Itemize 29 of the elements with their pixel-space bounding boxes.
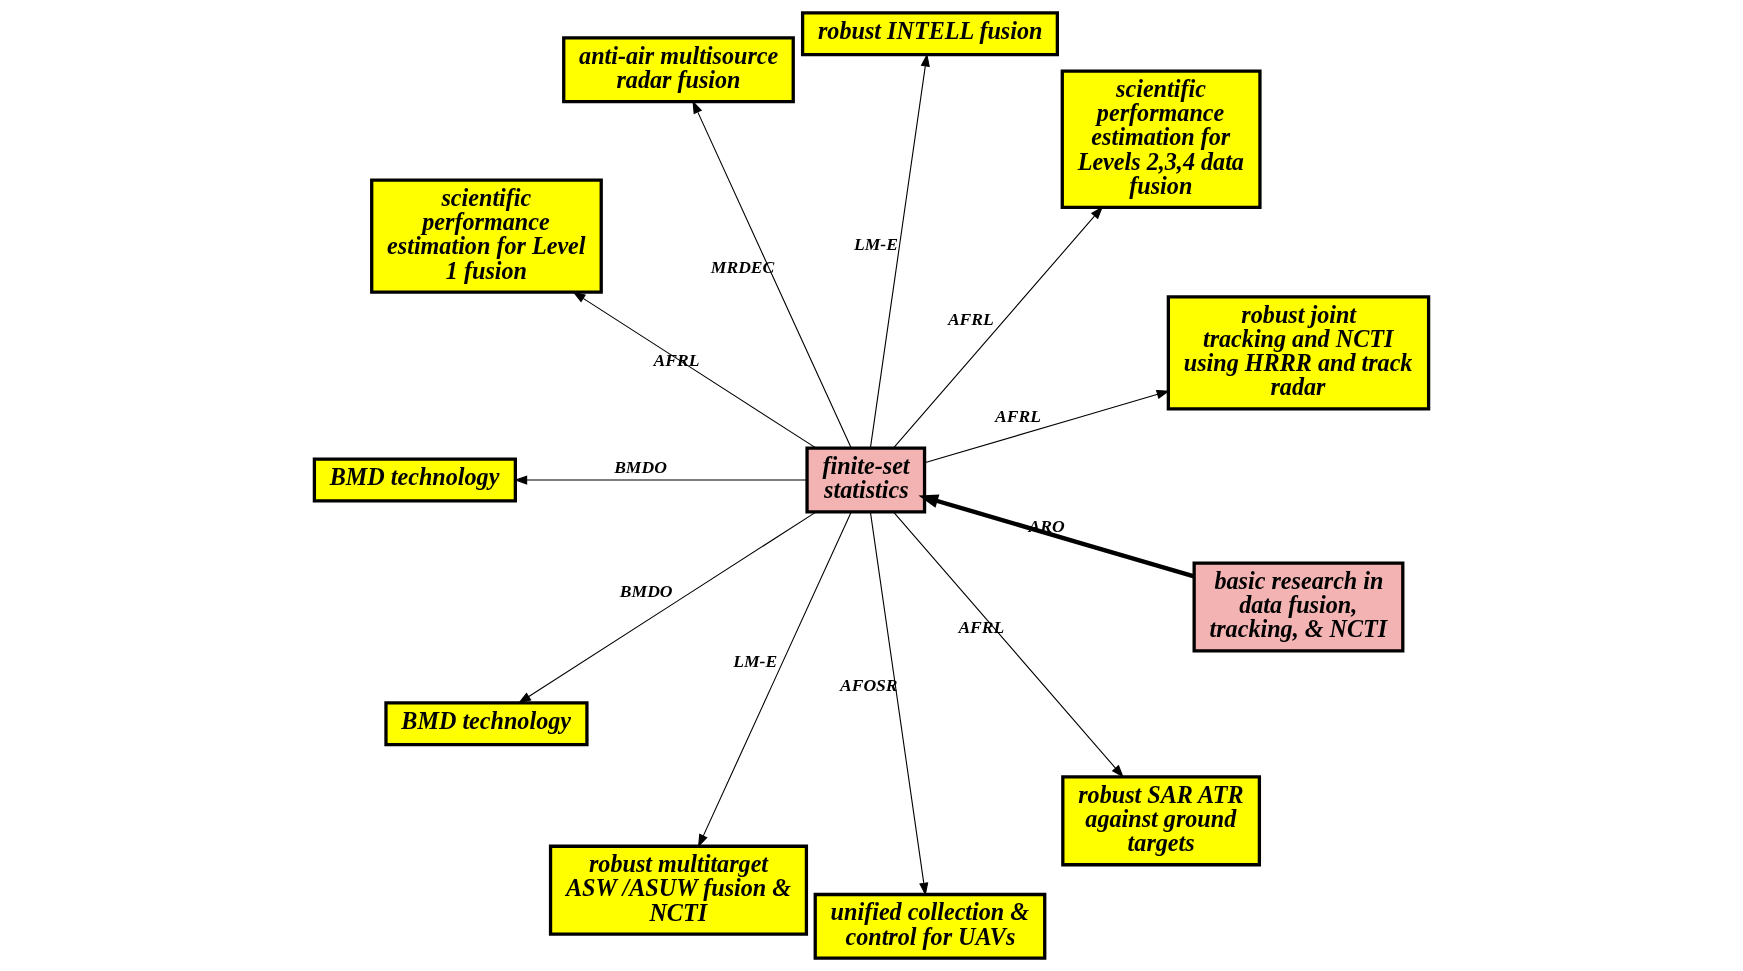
edge-label: BMDO (619, 581, 673, 602)
node-box: unified collection & control for UAVs (813, 892, 1047, 960)
arrow (692, 100, 852, 449)
arrow (869, 53, 930, 449)
node-box: anti-air multisource radar fusion (562, 36, 795, 104)
node-box: robust INTELL fusion (800, 11, 1059, 57)
edge-label: LM-E (853, 234, 898, 255)
arrow (514, 475, 808, 485)
arrow (893, 206, 1104, 449)
node-box: robust multitarget ASW /ASUW fusion & NCTI (548, 844, 809, 936)
arrow (572, 291, 817, 449)
edge-label: BMDO (614, 457, 667, 478)
node-box: robust joint tracking and NCTI using HRRR and track radar (1166, 295, 1431, 411)
arrow (517, 511, 817, 704)
edge-label: AFRL (947, 309, 994, 330)
node-box: finite-set statistics (805, 446, 927, 514)
arrow (924, 390, 1170, 464)
arrow (918, 494, 1195, 579)
arrow (697, 511, 852, 848)
node-box: robust SAR ATR against ground targets (1061, 775, 1262, 867)
node-box: scientific performance estimation for Level 1 fusion (370, 178, 603, 294)
node-box: BMD technology (384, 701, 589, 747)
node-box: scientific performance estimation for Levels 2,3,4 data fusion (1060, 69, 1262, 209)
edge-label: AFRL (995, 405, 1041, 426)
edge-label: LM-E (733, 651, 778, 672)
arrow (893, 511, 1124, 778)
node-box: BMD technology (312, 457, 517, 503)
arrow (869, 511, 929, 896)
node-box: basic research in data fusion, tracking, & NCTI (1192, 561, 1405, 653)
